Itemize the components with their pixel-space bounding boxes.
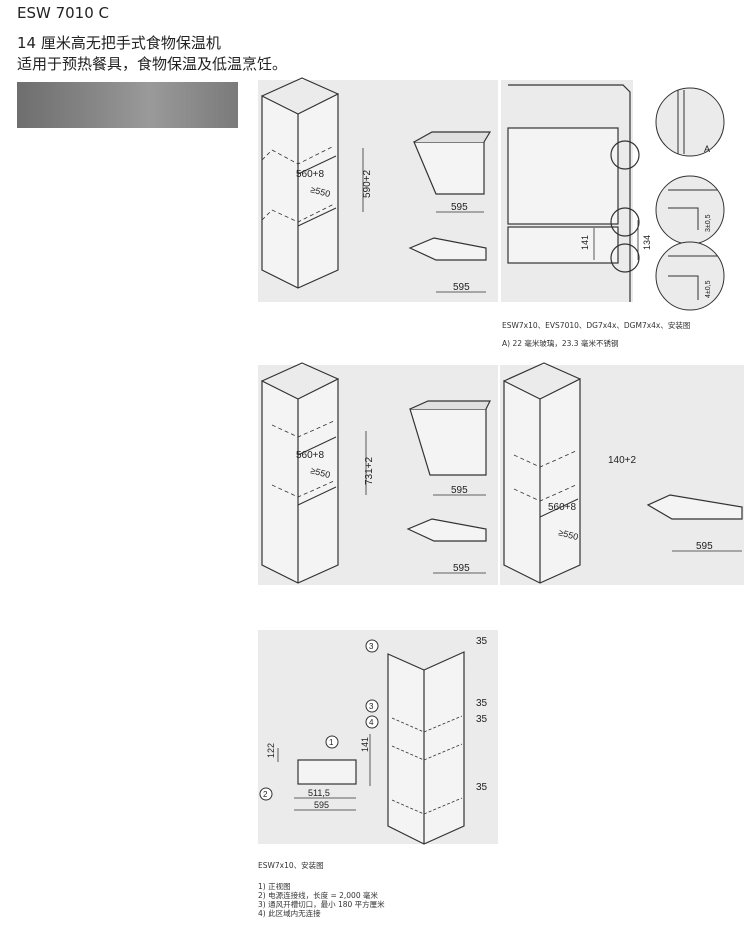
dim-134: 134 <box>642 235 652 250</box>
product-subtitle-1: 14 厘米高无把手式食物保温机 <box>17 34 221 52</box>
marker-4: 4 <box>369 718 374 727</box>
dim-595-b: 595 <box>314 800 329 810</box>
gap-35-a: 35 <box>476 636 488 647</box>
dim-depth-3: ≥550 <box>557 527 579 542</box>
dim-141: 141 <box>580 235 590 250</box>
dim-appliance-width-2: 595 <box>451 485 468 496</box>
note-4: 4) 此区域内无连接 <box>258 909 321 918</box>
gap-35-b: 35 <box>476 698 488 709</box>
detail-label-a: A <box>704 144 710 154</box>
dim-niche-width: 560+8 <box>296 169 325 180</box>
dim-drawer-width-2: 595 <box>453 563 470 574</box>
dim-drawer-width: 595 <box>453 282 470 293</box>
product-subtitle-2: 适用于预热餐具，食物保温及低温烹饪。 <box>17 55 288 73</box>
gap-35-d: 35 <box>476 782 488 793</box>
marker-3a: 3 <box>369 642 374 651</box>
note-1: 1) 正视图 <box>258 882 291 891</box>
dim-141-b: 141 <box>360 737 370 752</box>
dim-niche-height: 590+2 <box>362 169 373 198</box>
tol-2: 4±0,5 <box>705 280 712 298</box>
marker-1: 1 <box>329 738 334 747</box>
product-model: ESW 7010 C <box>17 4 110 22</box>
dim-niche-width-3: 560+8 <box>548 502 577 513</box>
dim-appliance-width: 595 <box>451 202 468 213</box>
dim-511: 511,5 <box>308 788 330 798</box>
dim-drawer-width-3: 595 <box>696 541 713 552</box>
dim-122: 122 <box>266 743 276 758</box>
tol-1: 3±0,5 <box>705 214 712 232</box>
caption-diagram-3: ESW7x10、安装图 <box>258 861 324 870</box>
note-3: 3) 通风开槽切口，最小 180 平方厘米 <box>258 900 385 909</box>
dim-niche-width-2: 560+8 <box>296 450 325 461</box>
note-2: 2) 电源连接线，长度 = 2,000 毫米 <box>258 891 378 900</box>
gap-35-c: 35 <box>476 714 488 725</box>
caption-diagram-1-note: A) 22 毫米玻璃，23.3 毫米不锈钢 <box>502 339 619 348</box>
dim-depth: ≥550 <box>309 184 331 199</box>
dim-niche-height-2: 731+2 <box>364 456 375 485</box>
marker-2: 2 <box>263 790 268 799</box>
installation-diagram-1: 560+8 ≥550 590+2 595 595 141 134 A 3±0,5… <box>258 77 725 311</box>
marker-3b: 3 <box>369 702 374 711</box>
installation-diagram-2: 560+8 ≥550 731+2 595 595 140+2 560+8 ≥55… <box>258 362 744 585</box>
caption-diagram-1: ESW7x10、EVS7010、DG7x4x、DGM7x4x、安装图 <box>502 321 691 330</box>
color-swatch <box>17 82 238 128</box>
dim-niche-height-3: 140+2 <box>608 455 637 466</box>
dim-depth-2: ≥550 <box>309 465 331 480</box>
installation-diagram-3: 122 141 511,5 595 1 2 3 3 4 35 35 35 35 <box>258 630 498 845</box>
